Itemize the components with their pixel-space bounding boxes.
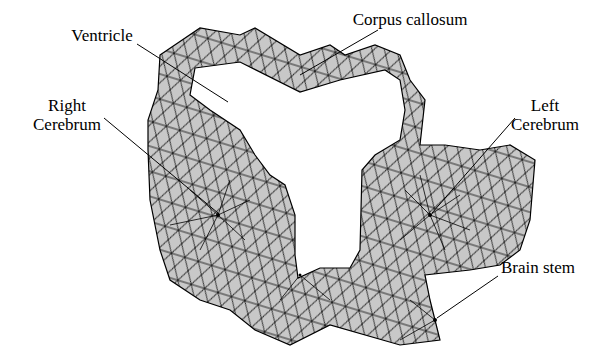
part-label: Corpus callosum	[335, 10, 485, 29]
part-label: Brain stem	[488, 258, 588, 277]
part-label: Ventricle	[62, 26, 142, 45]
part-label: Right Cerebrum	[22, 96, 112, 134]
part-label: Left Cerebrum	[500, 96, 590, 134]
leader-lines	[104, 30, 515, 318]
